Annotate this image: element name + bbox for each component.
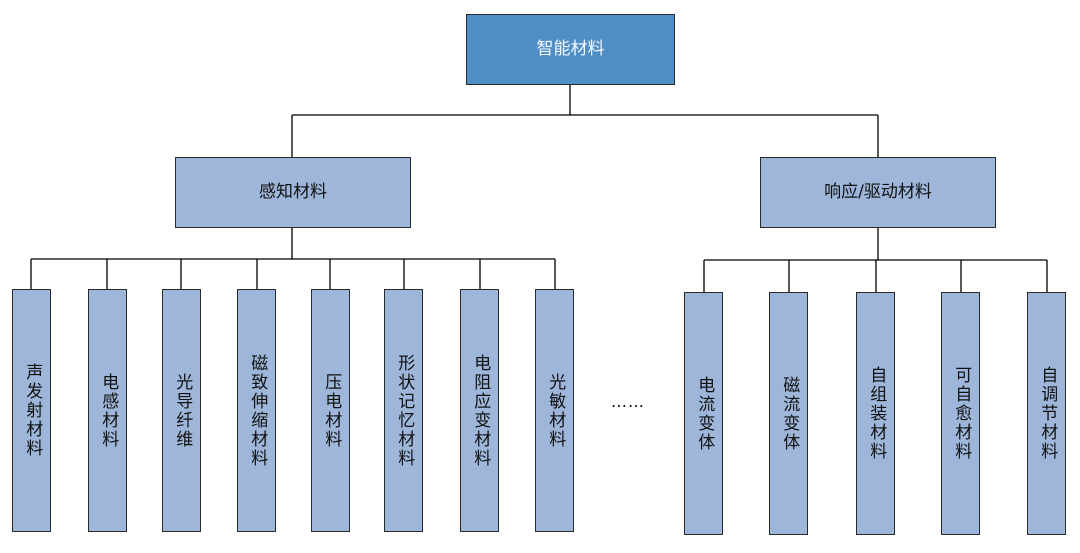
leaf-label: 光导纤维 xyxy=(172,372,193,449)
branch-label-actuation: 响应/驱动材料 xyxy=(824,182,932,202)
leaf-node: 电流变体 xyxy=(684,292,723,535)
leaf-node: 自组装材料 xyxy=(856,292,895,535)
leaf-node: 压电材料 xyxy=(311,289,350,532)
branch-label-sensing: 感知材料 xyxy=(259,182,327,202)
leaf-label: 声发射材料 xyxy=(22,363,43,458)
leaf-node: 光敏材料 xyxy=(535,289,574,532)
leaf-label: 可自愈材料 xyxy=(951,366,972,461)
ellipsis: …… xyxy=(611,392,645,411)
leaf-label: 电流变体 xyxy=(694,375,715,452)
leaf-node: 形状记忆材料 xyxy=(384,289,423,532)
branch-node-sensing: 感知材料 xyxy=(175,157,411,228)
leaf-node: 电感材料 xyxy=(88,289,127,532)
leaf-node: 声发射材料 xyxy=(12,289,51,532)
root-node: 智能材料 xyxy=(466,14,675,85)
leaf-label: 压电材料 xyxy=(321,372,342,449)
branch-node-actuation: 响应/驱动材料 xyxy=(760,157,996,228)
leaf-node: 电阻应变材料 xyxy=(460,289,499,532)
leaf-label: 自调节材料 xyxy=(1037,366,1058,461)
leaf-label: 形状记忆材料 xyxy=(394,353,415,468)
root-label: 智能材料 xyxy=(536,39,605,59)
leaf-node: 磁致伸缩材料 xyxy=(237,289,276,532)
leaf-node: 光导纤维 xyxy=(162,289,201,532)
leaf-label: 磁致伸缩材料 xyxy=(247,353,268,468)
leaf-label: 电阻应变材料 xyxy=(470,353,491,468)
leaf-label: 电感材料 xyxy=(98,372,119,449)
leaf-label: 磁流变体 xyxy=(779,375,800,452)
leaf-label: 自组装材料 xyxy=(866,366,887,461)
leaf-node: 自调节材料 xyxy=(1027,292,1066,535)
leaf-node: 可自愈材料 xyxy=(941,292,980,535)
leaf-node: 磁流变体 xyxy=(769,292,808,535)
leaf-label: 光敏材料 xyxy=(545,372,566,449)
